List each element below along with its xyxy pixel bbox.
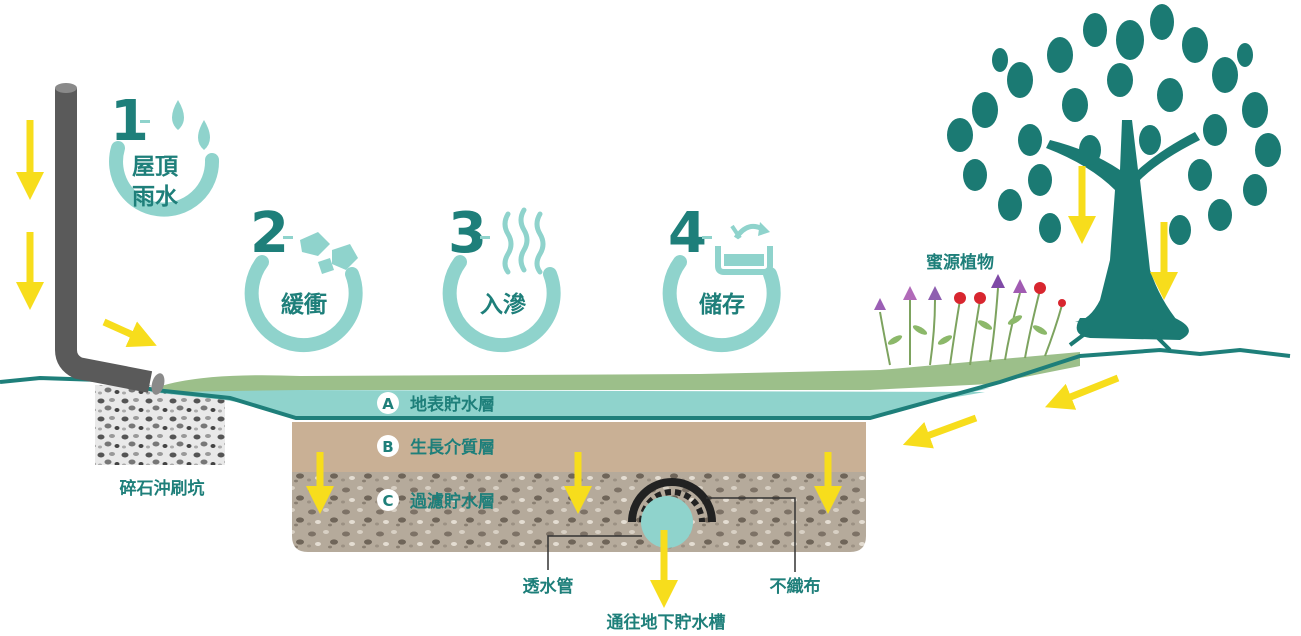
layer-c-label: C 過濾貯水層 (377, 489, 495, 512)
perforated-pipe (628, 478, 716, 548)
step-1-label-line1: 屋頂 (132, 154, 179, 180)
step-2-badge: 2 緩衝 (244, 201, 363, 353)
layer-b-name: 生長介質層 (410, 437, 495, 458)
flow-arrows (16, 120, 1178, 608)
step-4-badge: 4 儲存 (662, 201, 781, 353)
wave-icon (502, 207, 546, 275)
geotextile-arc (628, 478, 716, 523)
layer-a-label: A 地表貯水層 (377, 392, 495, 415)
grass-band (155, 352, 1080, 392)
step-3-badge: 3 入滲 (442, 201, 561, 353)
layer-a-name: 地表貯水層 (410, 394, 495, 415)
tree (947, 4, 1281, 352)
step-1-badge: 1 屋頂 雨水 (109, 89, 220, 217)
perforated-pipe-label: 透水管 (523, 576, 574, 597)
step-1-label-line2: 雨水 (132, 184, 179, 210)
layer-c-letter: C (382, 492, 393, 510)
gravel-icon (300, 232, 358, 274)
gravel-pit-label: 碎石沖刷坑 (120, 478, 205, 499)
downspout (55, 83, 165, 395)
step-4-label: 儲存 (699, 291, 745, 318)
nectar-plants-label: 蜜源植物 (926, 252, 994, 273)
gravel-pit (95, 385, 225, 465)
layer-b-letter: B (382, 438, 393, 456)
geotextile-label: 不織布 (770, 576, 821, 597)
water-drop-icon (198, 120, 210, 150)
layer-c-name: 過濾貯水層 (410, 491, 495, 512)
storage-tank-icon (715, 222, 773, 275)
tree-canopy (947, 4, 1281, 245)
step-3-label: 入滲 (480, 292, 527, 318)
nectar-plants (874, 274, 1066, 366)
leader-lines (547, 497, 796, 572)
step-4-number: 4 (668, 201, 707, 266)
step-2-label: 緩衝 (281, 291, 327, 318)
step-3-number: 3 (448, 201, 487, 266)
layer-a-letter: A (382, 395, 394, 413)
water-drop-icon (172, 100, 184, 130)
layer-b-label: B 生長介質層 (377, 435, 495, 458)
step-2-number: 2 (250, 201, 289, 266)
to-tank-label: 通往地下貯水槽 (607, 612, 726, 633)
